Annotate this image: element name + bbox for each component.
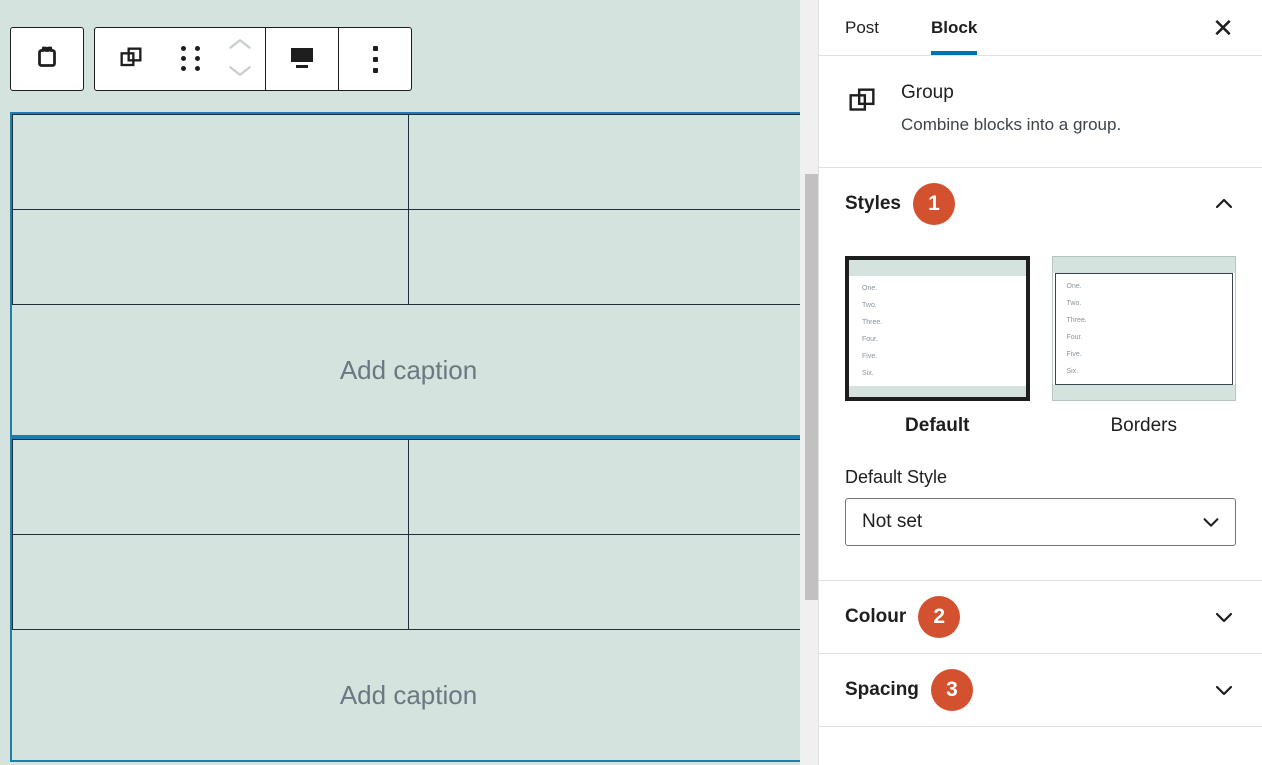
move-block-buttons[interactable] xyxy=(215,28,265,90)
default-style-select-wrap: Not set xyxy=(845,497,1236,546)
canvas-scrollbar[interactable] xyxy=(800,0,818,765)
table-row[interactable] xyxy=(12,114,805,210)
close-sidebar-button[interactable]: ✕ xyxy=(1206,11,1240,45)
panel-styles-title: Styles xyxy=(845,192,901,214)
preview-band-top xyxy=(849,259,1026,276)
tab-post[interactable]: Post xyxy=(819,0,905,55)
align-icon xyxy=(287,45,317,74)
block-type-switcher-button[interactable] xyxy=(11,28,83,90)
panel-spacing-title: Spacing xyxy=(845,678,919,700)
panel-styles-header[interactable]: Styles 1 xyxy=(819,168,1262,240)
table-cell[interactable] xyxy=(12,114,409,210)
block-actions-group xyxy=(94,27,412,91)
style-previews: One. Two. Three. Four. Five. Six. Defaul… xyxy=(845,255,1236,437)
group-icon xyxy=(845,82,881,137)
preview-line: Four. xyxy=(862,335,878,343)
status-badge-3: 3 xyxy=(930,668,973,711)
table-cell[interactable] xyxy=(12,439,409,535)
preview-line: Five. xyxy=(862,352,878,360)
preview-line: Six. xyxy=(862,369,874,377)
group-block-button[interactable] xyxy=(95,28,167,90)
block-title: Group xyxy=(901,82,954,103)
style-preview-borders[interactable]: One. Two. Three. Four. Five. Six. xyxy=(1051,255,1236,401)
group-block-2[interactable]: Add caption xyxy=(10,437,807,762)
table-row[interactable] xyxy=(12,209,805,305)
table-block-2[interactable] xyxy=(12,439,805,630)
table-block-1[interactable] xyxy=(12,114,805,305)
group-block-1[interactable]: Add caption xyxy=(10,112,807,437)
table-caption-1[interactable]: Add caption xyxy=(12,305,805,435)
preview-line: Six. xyxy=(1066,367,1079,375)
style-option-default[interactable]: One. Two. Three. Four. Five. Six. Defaul… xyxy=(845,255,1030,437)
block-info-card: Group Combine blocks into a group. xyxy=(819,56,1262,168)
more-options-icon xyxy=(372,45,378,73)
editor-canvas: Add caption Add caption xyxy=(0,0,818,765)
block-description: Combine blocks into a group. xyxy=(901,115,1122,134)
panel-colour-header[interactable]: Colour 2 xyxy=(819,581,1262,653)
panel-colour-title: Colour xyxy=(845,605,907,627)
panel-spacing-header[interactable]: Spacing 3 xyxy=(819,654,1262,726)
move-up-icon[interactable] xyxy=(227,37,253,54)
preview-band-bottom xyxy=(849,385,1026,397)
table-cell[interactable] xyxy=(408,439,805,535)
close-icon: ✕ xyxy=(1212,12,1234,43)
move-down-icon[interactable] xyxy=(227,64,253,81)
sidebar-tabs: Post Block xyxy=(819,0,1003,55)
style-option-borders[interactable]: One. Two. Three. Four. Five. Six. Border… xyxy=(1051,255,1236,437)
align-button[interactable] xyxy=(266,28,338,90)
style-preview-default[interactable]: One. Two. Three. Four. Five. Six. xyxy=(845,255,1030,401)
preview-line: Two. xyxy=(1066,299,1082,307)
preview-line: One. xyxy=(862,284,878,292)
style-label-default: Default xyxy=(905,414,970,436)
drag-handle-icon xyxy=(181,46,201,72)
preview-line: Two. xyxy=(862,301,877,309)
block-icon xyxy=(32,43,62,76)
preview-body: One. Two. Three. Four. Five. Six. xyxy=(1054,272,1233,385)
panel-spacing: Spacing 3 xyxy=(819,654,1262,727)
default-style-select[interactable]: Not set xyxy=(845,497,1236,546)
default-style-label: Default Style xyxy=(845,466,948,487)
table-row[interactable] xyxy=(12,439,805,535)
canvas-scrollbar-thumb[interactable] xyxy=(805,174,818,600)
panel-styles-body: One. Two. Three. Four. Five. Six. Defaul… xyxy=(819,255,1262,580)
chevron-down-icon xyxy=(1212,678,1236,702)
preview-band-top xyxy=(1052,256,1235,273)
more-options-button[interactable] xyxy=(339,28,411,90)
chevron-down-icon xyxy=(1212,605,1236,629)
status-badge-1: 1 xyxy=(912,182,955,225)
block-info-text: Group Combine blocks into a group. xyxy=(901,82,1121,137)
block-type-group xyxy=(10,27,84,91)
table-cell[interactable] xyxy=(408,209,805,305)
sidebar-header: Post Block ✕ xyxy=(819,0,1262,56)
editor-document: Add caption Add caption xyxy=(10,112,807,762)
table-caption-2[interactable]: Add caption xyxy=(12,630,805,760)
settings-sidebar: Post Block ✕ Group Combine blocks into a… xyxy=(818,0,1262,765)
toolbar-divider xyxy=(265,28,266,90)
toolbar-divider-2 xyxy=(338,28,339,90)
preview-line: Five. xyxy=(1066,350,1082,358)
tab-block[interactable]: Block xyxy=(905,0,1003,55)
panel-colour: Colour 2 xyxy=(819,581,1262,654)
table-row[interactable] xyxy=(12,534,805,630)
group-icon xyxy=(117,44,145,75)
table-cell[interactable] xyxy=(12,534,409,630)
table-cell[interactable] xyxy=(408,534,805,630)
preview-line: Three. xyxy=(1066,316,1087,324)
status-badge-2: 2 xyxy=(918,595,961,638)
preview-body: One. Two. Three. Four. Five. Six. xyxy=(849,275,1026,386)
preview-line: One. xyxy=(1066,282,1082,290)
preview-band-bottom xyxy=(1052,384,1235,400)
block-toolbar xyxy=(10,27,412,91)
chevron-up-icon xyxy=(1212,192,1236,216)
preview-line: Four. xyxy=(1066,333,1083,341)
drag-handle-button[interactable] xyxy=(167,28,215,90)
preview-line: Three. xyxy=(862,318,883,326)
style-label-borders: Borders xyxy=(1110,414,1178,436)
panel-styles: Styles 1 One. Two. xyxy=(819,168,1262,581)
table-cell[interactable] xyxy=(12,209,409,305)
table-cell[interactable] xyxy=(408,114,805,210)
